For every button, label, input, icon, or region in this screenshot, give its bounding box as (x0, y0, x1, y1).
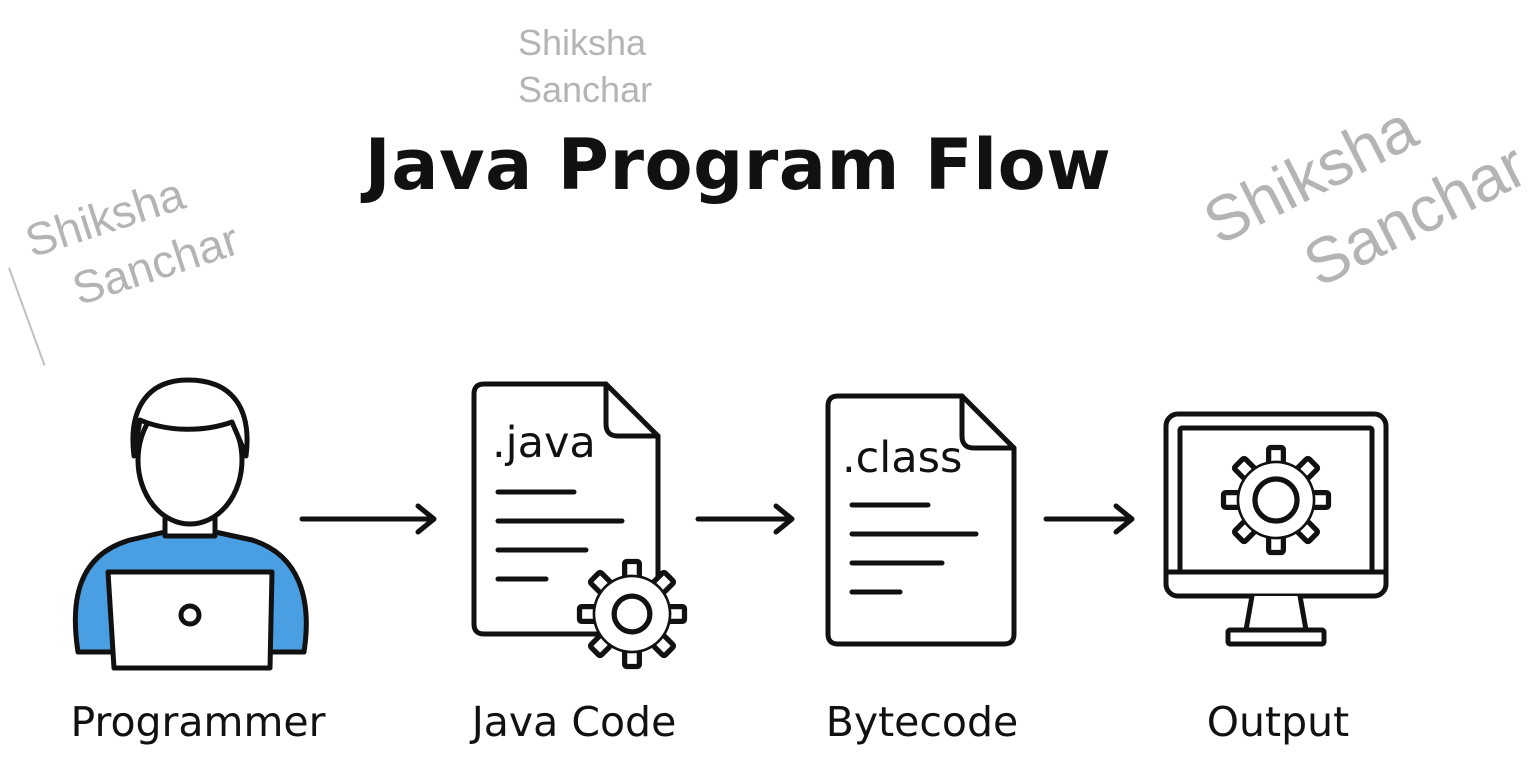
watermark-line-1: Shiksha (518, 22, 647, 63)
java-file-extension: .java (492, 418, 596, 468)
class-file-extension: .class (842, 433, 962, 483)
step-label-bytecode: Bytecode (825, 698, 1019, 746)
arrow-programmer-to-javacode (299, 503, 437, 535)
step-label-output: Output (1206, 698, 1350, 746)
arrow-bytecode-to-output (1043, 503, 1135, 535)
programmer-with-laptop-icon (72, 377, 309, 671)
diagram-title: Java Program Flow (364, 124, 1112, 206)
class-file-icon (825, 393, 1017, 647)
watermark-top: Shiksha Sanchar (518, 20, 652, 114)
monitor-with-gear-icon (1163, 411, 1389, 647)
watermark-line-2: Sanchar (518, 68, 653, 110)
arrow-javacode-to-bytecode (695, 503, 795, 535)
java-file-with-gear-icon (471, 381, 685, 667)
step-label-programmer: Programmer (70, 698, 326, 746)
step-label-java-code: Java Code (471, 698, 677, 746)
